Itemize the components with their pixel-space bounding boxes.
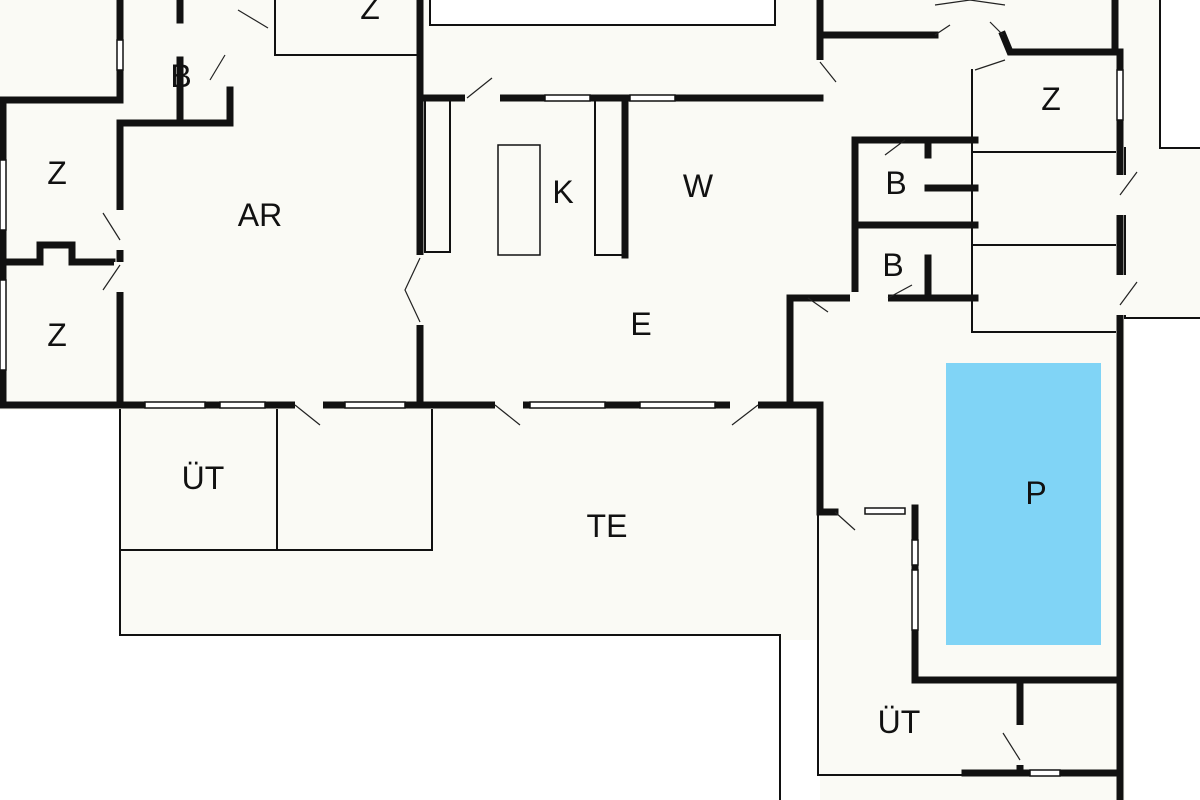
pool	[946, 363, 1101, 645]
room-label-z-left-upper: Z	[47, 155, 67, 191]
room-label-k: K	[552, 174, 573, 210]
room-labels: Z B Z AR Z K W Z B B E ÜT TE P ÜT	[47, 0, 1061, 740]
room-label-te: TE	[587, 508, 628, 544]
door-swings	[102, 0, 1138, 761]
room-label-ut-left: ÜT	[182, 460, 225, 496]
room-label-p: P	[1025, 475, 1046, 511]
room-label-w: W	[683, 168, 714, 204]
walls-interior	[119, 0, 1200, 800]
room-label-b-right-upper: B	[885, 165, 906, 201]
room-label-z-top: Z	[360, 0, 380, 26]
room-label-e: E	[630, 306, 651, 342]
room-label-b-top-left: B	[170, 58, 191, 94]
kitchen-island	[497, 144, 541, 256]
room-label-b-right-lower: B	[882, 247, 903, 283]
windows	[0, 39, 1124, 777]
room-label-z-left-lower: Z	[47, 317, 67, 353]
door-openings	[114, 60, 1126, 765]
room-label-ar: AR	[238, 197, 282, 233]
room-label-ut-right: ÜT	[878, 704, 921, 740]
room-label-z-right: Z	[1041, 81, 1061, 117]
